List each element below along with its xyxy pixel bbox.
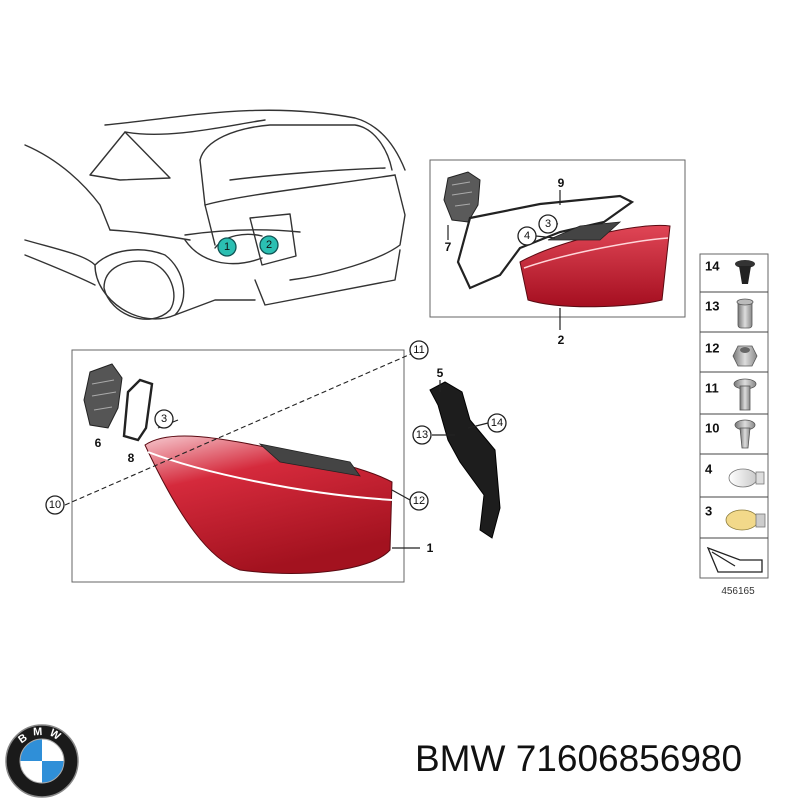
legend-num-13: 13 <box>705 299 719 314</box>
callout-10: 10 <box>45 495 65 515</box>
screw-icon <box>734 419 756 449</box>
tool-arrow-icon <box>706 546 763 573</box>
callout-14: 14 <box>487 413 507 433</box>
bulb-icon <box>725 509 766 531</box>
svg-text:11: 11 <box>413 344 424 356</box>
callout-3-inner: 3 <box>538 214 558 234</box>
part-number: 71606856980 <box>515 738 743 779</box>
label-8: 8 <box>128 451 135 465</box>
legend-num-12: 12 <box>705 341 719 356</box>
inner-lamp-frame <box>429 159 686 318</box>
push-rivet-icon <box>735 260 755 284</box>
callout-2: 2 <box>259 235 279 255</box>
callout-4-inner: 4 <box>517 226 537 246</box>
hex-bolt-icon <box>733 378 757 411</box>
legend-num-11: 11 <box>705 381 719 396</box>
inner-tail-lamp <box>519 224 671 308</box>
svg-text:3: 3 <box>161 413 167 425</box>
callout-13: 13 <box>412 425 432 445</box>
part-caption: BMW 71606856980 <box>415 738 795 780</box>
svg-text:13: 13 <box>416 429 428 441</box>
svg-text:12: 12 <box>413 495 425 507</box>
brand-name: BMW <box>415 738 506 779</box>
bmw-logo-icon: BMW <box>5 724 79 798</box>
hex-nut-icon <box>732 345 758 367</box>
svg-text:1: 1 <box>224 241 230 253</box>
inner-lamp-group <box>443 171 671 330</box>
outer-lamp-group <box>64 349 421 574</box>
label-1: 1 <box>427 541 434 555</box>
label-6: 6 <box>95 436 102 450</box>
gasket-inner <box>456 194 635 290</box>
svg-text:2: 2 <box>266 239 272 251</box>
svg-text:4: 4 <box>524 230 530 242</box>
svg-text:14: 14 <box>491 417 503 429</box>
label-9: 9 <box>558 176 565 190</box>
diagram-id: 456165 <box>721 586 755 597</box>
callout-11: 11 <box>409 340 429 360</box>
label-5: 5 <box>437 366 444 380</box>
svg-text:3: 3 <box>545 218 551 230</box>
bracket <box>429 380 501 539</box>
legend-num-14: 14 <box>705 259 720 274</box>
gasket-outer <box>122 378 154 442</box>
legend-num-10: 10 <box>705 421 719 436</box>
expanding-nut-icon <box>736 298 754 329</box>
outer-tail-lamp <box>144 435 393 574</box>
legend-num-3: 3 <box>705 504 712 519</box>
label-7: 7 <box>445 240 452 254</box>
wedge-bulb-icon <box>728 468 765 488</box>
callout-12: 12 <box>409 491 429 511</box>
label-2: 2 <box>558 333 565 347</box>
car-outline <box>24 109 406 320</box>
legend-num-4: 4 <box>705 462 713 477</box>
svg-text:10: 10 <box>49 499 61 511</box>
outer-lamp-frame <box>71 349 405 583</box>
callout-3-outer: 3 <box>154 409 174 429</box>
bulb-carrier-inner <box>443 171 481 223</box>
bulb-carrier-outer <box>83 363 123 429</box>
callout-1: 1 <box>217 237 237 257</box>
legend-panel: 14 13 12 11 10 4 <box>699 253 769 579</box>
